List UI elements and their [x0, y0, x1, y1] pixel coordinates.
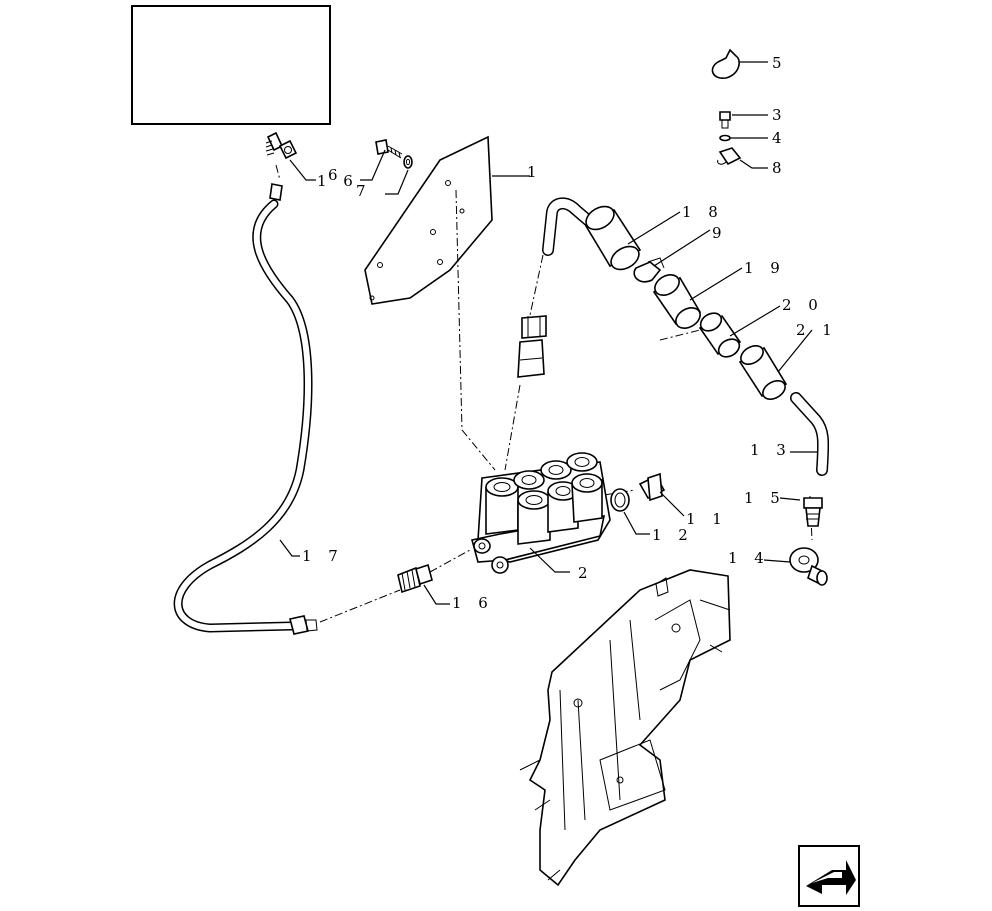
callout-15: 1 5: [744, 489, 786, 507]
callout-2: 2: [578, 564, 594, 582]
callout-13: 1 3: [750, 441, 792, 459]
chassis-frame: [519, 569, 731, 887]
tube-assembly: [542, 197, 830, 476]
callout-18: 1 8: [682, 203, 724, 221]
callout-11: 1 1: [686, 510, 728, 528]
sleeve-20: [698, 312, 742, 358]
straight-fitting: [397, 563, 433, 594]
callout-12: 1 2: [652, 526, 694, 544]
callout-9: 9: [712, 224, 728, 242]
grease-fitting-top: [265, 131, 298, 160]
callout-7: 7: [356, 182, 372, 200]
callout-8: 8: [772, 159, 788, 177]
washer-and-plug: [610, 472, 666, 512]
bolt-and-washer: [375, 139, 413, 169]
mounting-plate: [364, 135, 493, 305]
callout-3: 3: [772, 106, 788, 124]
clamp-9: [633, 257, 665, 283]
callout-4: 4: [772, 129, 788, 147]
leader-lines: [279, 61, 818, 605]
callout-labels: 1 2 3 4 5 6 7 8 9 1 1 1 2 1 3 1 4 1 5 1 …: [302, 54, 838, 612]
distributor-block: [471, 452, 611, 574]
callout-21: 2 1: [796, 321, 838, 339]
callout-19: 1 9: [744, 259, 786, 277]
callout-17: 1 7: [302, 547, 344, 565]
callout-20: 2 0: [782, 296, 824, 314]
sleeve-19: [652, 274, 702, 329]
callout-6: 6: [328, 166, 344, 184]
small-parts: [711, 48, 742, 166]
sleeve-18: [584, 205, 642, 271]
outlet-bosses: [485, 452, 603, 545]
elbow-fitting: [789, 497, 828, 586]
sleeve-21: [738, 345, 788, 400]
grease-hose: [173, 183, 318, 635]
arrow-icon[interactable]: [798, 845, 860, 907]
callout-5: 5: [772, 54, 788, 72]
title-block: [131, 5, 331, 125]
callout-16-top: 1 6: [317, 172, 359, 190]
callout-14: 1 4: [728, 549, 770, 567]
callout-1: 1: [527, 163, 543, 181]
callout-16-bottom: 1 6: [452, 594, 494, 612]
adapter-fitting: [517, 315, 547, 378]
